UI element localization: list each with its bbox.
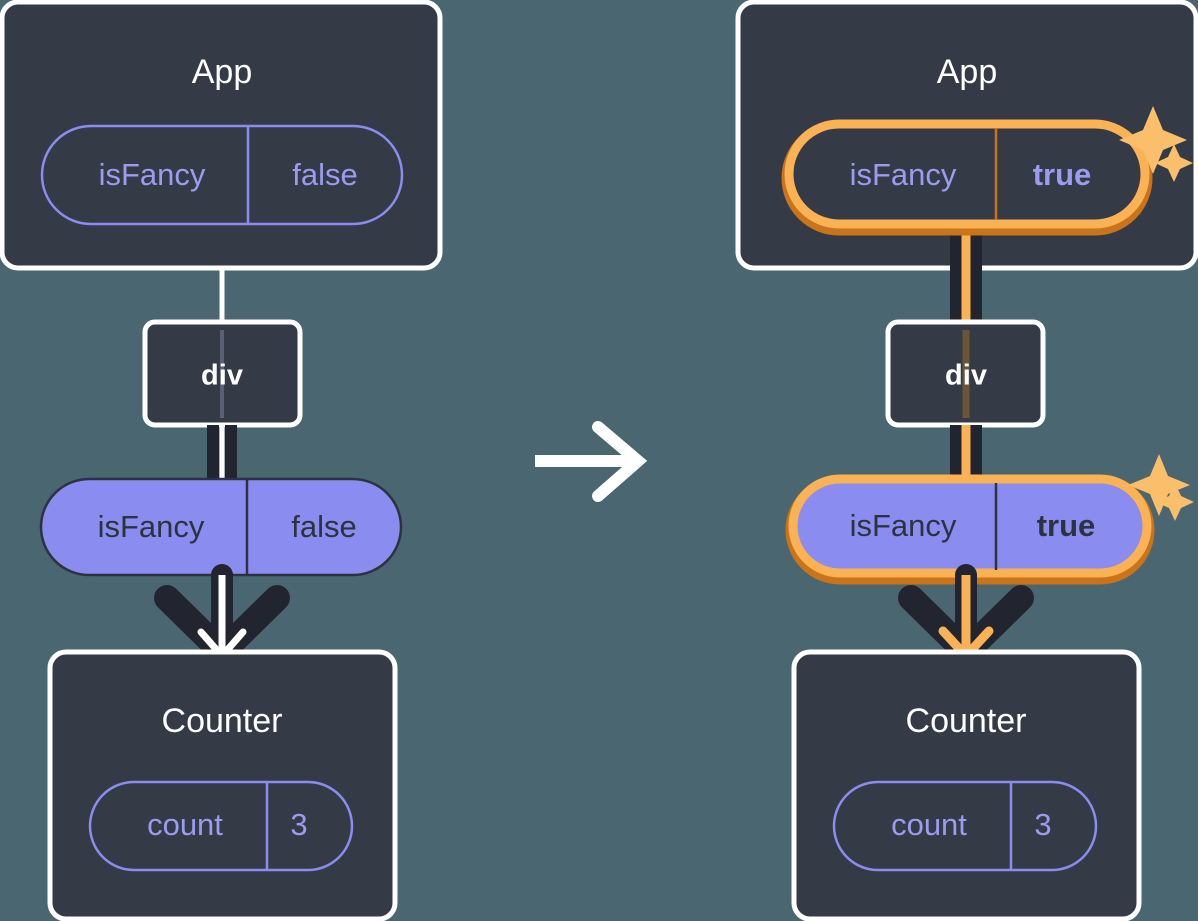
counter-box-before[interactable]: Counter count 3	[47, 649, 398, 921]
counter-state-pill-before-value: 3	[290, 807, 307, 842]
app-state-pill-after-value: true	[1033, 157, 1092, 192]
arrow-prop-to-counter-before	[154, 564, 290, 665]
arrow-right-icon-head	[592, 421, 648, 502]
sparkle-app-pill-large	[1119, 106, 1187, 174]
counter-state-pill-after-key: count	[891, 807, 967, 842]
sparkle-app-pill-icon	[1119, 106, 1193, 182]
app-state-pill-before[interactable]: isFancy false	[40, 124, 404, 226]
edge-div-to-prop-before	[207, 425, 237, 488]
app-state-pill-before-key: isFancy	[99, 157, 206, 192]
sparkle-prop-pill-icon	[1128, 454, 1194, 521]
app-state-pill-before-value: false	[292, 157, 357, 192]
app-state-pill-after-key: isFancy	[850, 157, 957, 192]
counter-state-pill-before-key: count	[147, 807, 223, 842]
prop-pill-after-key: isFancy	[850, 508, 957, 543]
div-box-after[interactable]: div	[885, 319, 1046, 428]
app-state-pill-after[interactable]: isFancy true	[781, 119, 1153, 236]
panel-before: App isFancy false div isFancy	[0, 0, 443, 921]
app-state-pill-after-highlight-ring	[784, 119, 1150, 229]
div-box-before[interactable]: div	[142, 319, 303, 428]
counter-state-pill-before[interactable]: count 3	[88, 780, 354, 872]
app-box-before-title: App	[192, 53, 253, 91]
panel-after: App isFancy true div	[735, 0, 1198, 921]
prop-pill-after[interactable]: isFancy true	[785, 474, 1155, 585]
prop-pill-before[interactable]: isFancy false	[39, 477, 403, 577]
counter-state-pill-after-value: 3	[1034, 807, 1051, 842]
counter-box-before-title: Counter	[162, 702, 283, 740]
arrow-prop-to-counter-after	[898, 564, 1034, 665]
counter-state-pill-after[interactable]: count 3	[832, 780, 1098, 872]
counter-state-pill-before-shape	[88, 780, 354, 872]
app-box-after-title: App	[937, 53, 998, 91]
div-box-after-title: div	[945, 360, 987, 392]
sparkle-app-pill-small	[1155, 144, 1193, 182]
counter-box-after[interactable]: Counter count 3	[791, 649, 1142, 921]
sparkle-prop-pill-large	[1128, 454, 1190, 516]
sparkle-prop-pill-small	[1156, 483, 1194, 521]
prop-pill-before-key: isFancy	[98, 509, 205, 544]
counter-box-before-rect	[47, 649, 398, 921]
app-state-pill-before-shape	[40, 124, 404, 226]
counter-box-after-title: Counter	[906, 702, 1027, 740]
transition-arrow	[535, 421, 648, 502]
counter-box-after-rect	[791, 649, 1142, 921]
counter-state-pill-after-shape	[832, 780, 1098, 872]
app-box-before[interactable]: App isFancy false	[0, 0, 443, 271]
prop-pill-after-value: true	[1037, 508, 1096, 543]
div-box-before-title: div	[201, 360, 243, 392]
prop-pill-before-value: false	[291, 509, 356, 544]
app-box-before-rect	[0, 0, 443, 271]
